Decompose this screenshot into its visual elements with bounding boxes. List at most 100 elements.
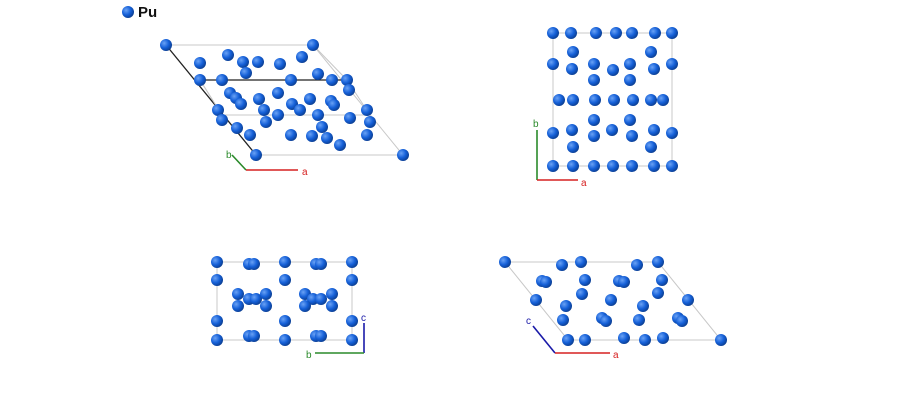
pu-atom (232, 300, 244, 312)
view-3-axis-indicator: c b (306, 313, 366, 361)
pu-atom (326, 288, 338, 300)
pu-atom (222, 49, 234, 61)
view-1-axis-b-label: b (226, 150, 232, 161)
pu-atom (212, 104, 224, 116)
pu-atom (160, 39, 172, 51)
pu-atom (312, 68, 324, 80)
pu-atom (626, 130, 638, 142)
view-3-axis-c-label: c (361, 313, 366, 324)
pu-atom (232, 288, 244, 300)
pu-atom (364, 116, 376, 128)
pu-atom (341, 74, 353, 86)
view-2-axis-b-label: b (533, 119, 539, 130)
pu-atom (607, 64, 619, 76)
pu-atom (567, 141, 579, 153)
pu-atom (361, 104, 373, 116)
pu-atom (566, 63, 578, 75)
pu-atom (600, 315, 612, 327)
pu-atom (540, 276, 552, 288)
pu-atom (235, 98, 247, 110)
pu-atom (279, 256, 291, 268)
pu-atom (639, 334, 651, 346)
view-2-axis-a-label: a (581, 178, 587, 189)
pu-atom (316, 121, 328, 133)
view-1-axis-b-line (231, 154, 247, 171)
pu-atom (194, 74, 206, 86)
pu-atom (565, 27, 577, 39)
pu-atom (627, 94, 639, 106)
pu-atom (279, 315, 291, 327)
pu-atom (588, 160, 600, 172)
pu-atom (346, 274, 358, 286)
pu-atom (626, 160, 638, 172)
pu-atom (237, 56, 249, 68)
pu-atom (547, 160, 559, 172)
pu-atom (606, 124, 618, 136)
pu-atom (666, 127, 678, 139)
pu-atom (315, 258, 327, 270)
pu-atom (588, 130, 600, 142)
pu-atom (645, 141, 657, 153)
pu-atom (530, 294, 542, 306)
pu-atom (666, 160, 678, 172)
pu-atom (244, 129, 256, 141)
pu-atom (260, 300, 272, 312)
pu-atom (294, 104, 306, 116)
pu-atom (547, 127, 559, 139)
pu-atom (557, 314, 569, 326)
pu-atom (588, 74, 600, 86)
pu-atom (588, 114, 600, 126)
pu-atom (562, 334, 574, 346)
pu-atom (608, 94, 620, 106)
pu-atom (589, 94, 601, 106)
pu-atom (605, 294, 617, 306)
pu-atom (231, 122, 243, 134)
pu-atom (566, 124, 578, 136)
pu-atom (315, 293, 327, 305)
pu-atom (279, 274, 291, 286)
view-3-axis-b-label: b (306, 350, 312, 361)
pu-atom (248, 258, 260, 270)
pu-atom (253, 93, 265, 105)
pu-atom (579, 274, 591, 286)
pu-atom (666, 27, 678, 39)
view-4-axis-indicator: c a (526, 316, 619, 361)
view-4-axis-c-label: c (526, 316, 531, 327)
pu-atom (315, 330, 327, 342)
pu-atom (250, 149, 262, 161)
pu-atom (211, 256, 223, 268)
pu-atom (296, 51, 308, 63)
pu-atom (344, 112, 356, 124)
pu-atom (652, 256, 664, 268)
pu-atom (648, 63, 660, 75)
view-4-axis-a-label: a (613, 350, 619, 361)
pu-atom (666, 58, 678, 70)
pu-atom (499, 256, 511, 268)
pu-atom (285, 74, 297, 86)
legend-atom-icon (122, 6, 134, 18)
pu-atom (652, 287, 664, 299)
view-4-axis-c-line (532, 325, 556, 354)
pu-atom (626, 27, 638, 39)
pu-atom (274, 58, 286, 70)
pu-atom (299, 300, 311, 312)
pu-atom (547, 27, 559, 39)
pu-atom (590, 27, 602, 39)
view-1-atoms (160, 39, 409, 161)
pu-atom (343, 84, 355, 96)
pu-atom (252, 56, 264, 68)
pu-atom (610, 27, 622, 39)
pu-atom (240, 67, 252, 79)
pu-atom (556, 259, 568, 271)
pu-atom (575, 256, 587, 268)
pu-atom (279, 334, 291, 346)
pu-atom (346, 315, 358, 327)
pu-atom (547, 58, 559, 70)
pu-atom (715, 334, 727, 346)
view-4-atoms (499, 256, 727, 346)
pu-atom (676, 315, 688, 327)
pu-atom (211, 334, 223, 346)
pu-atom (657, 94, 669, 106)
pu-atom (567, 94, 579, 106)
view-2-atoms (547, 27, 678, 172)
